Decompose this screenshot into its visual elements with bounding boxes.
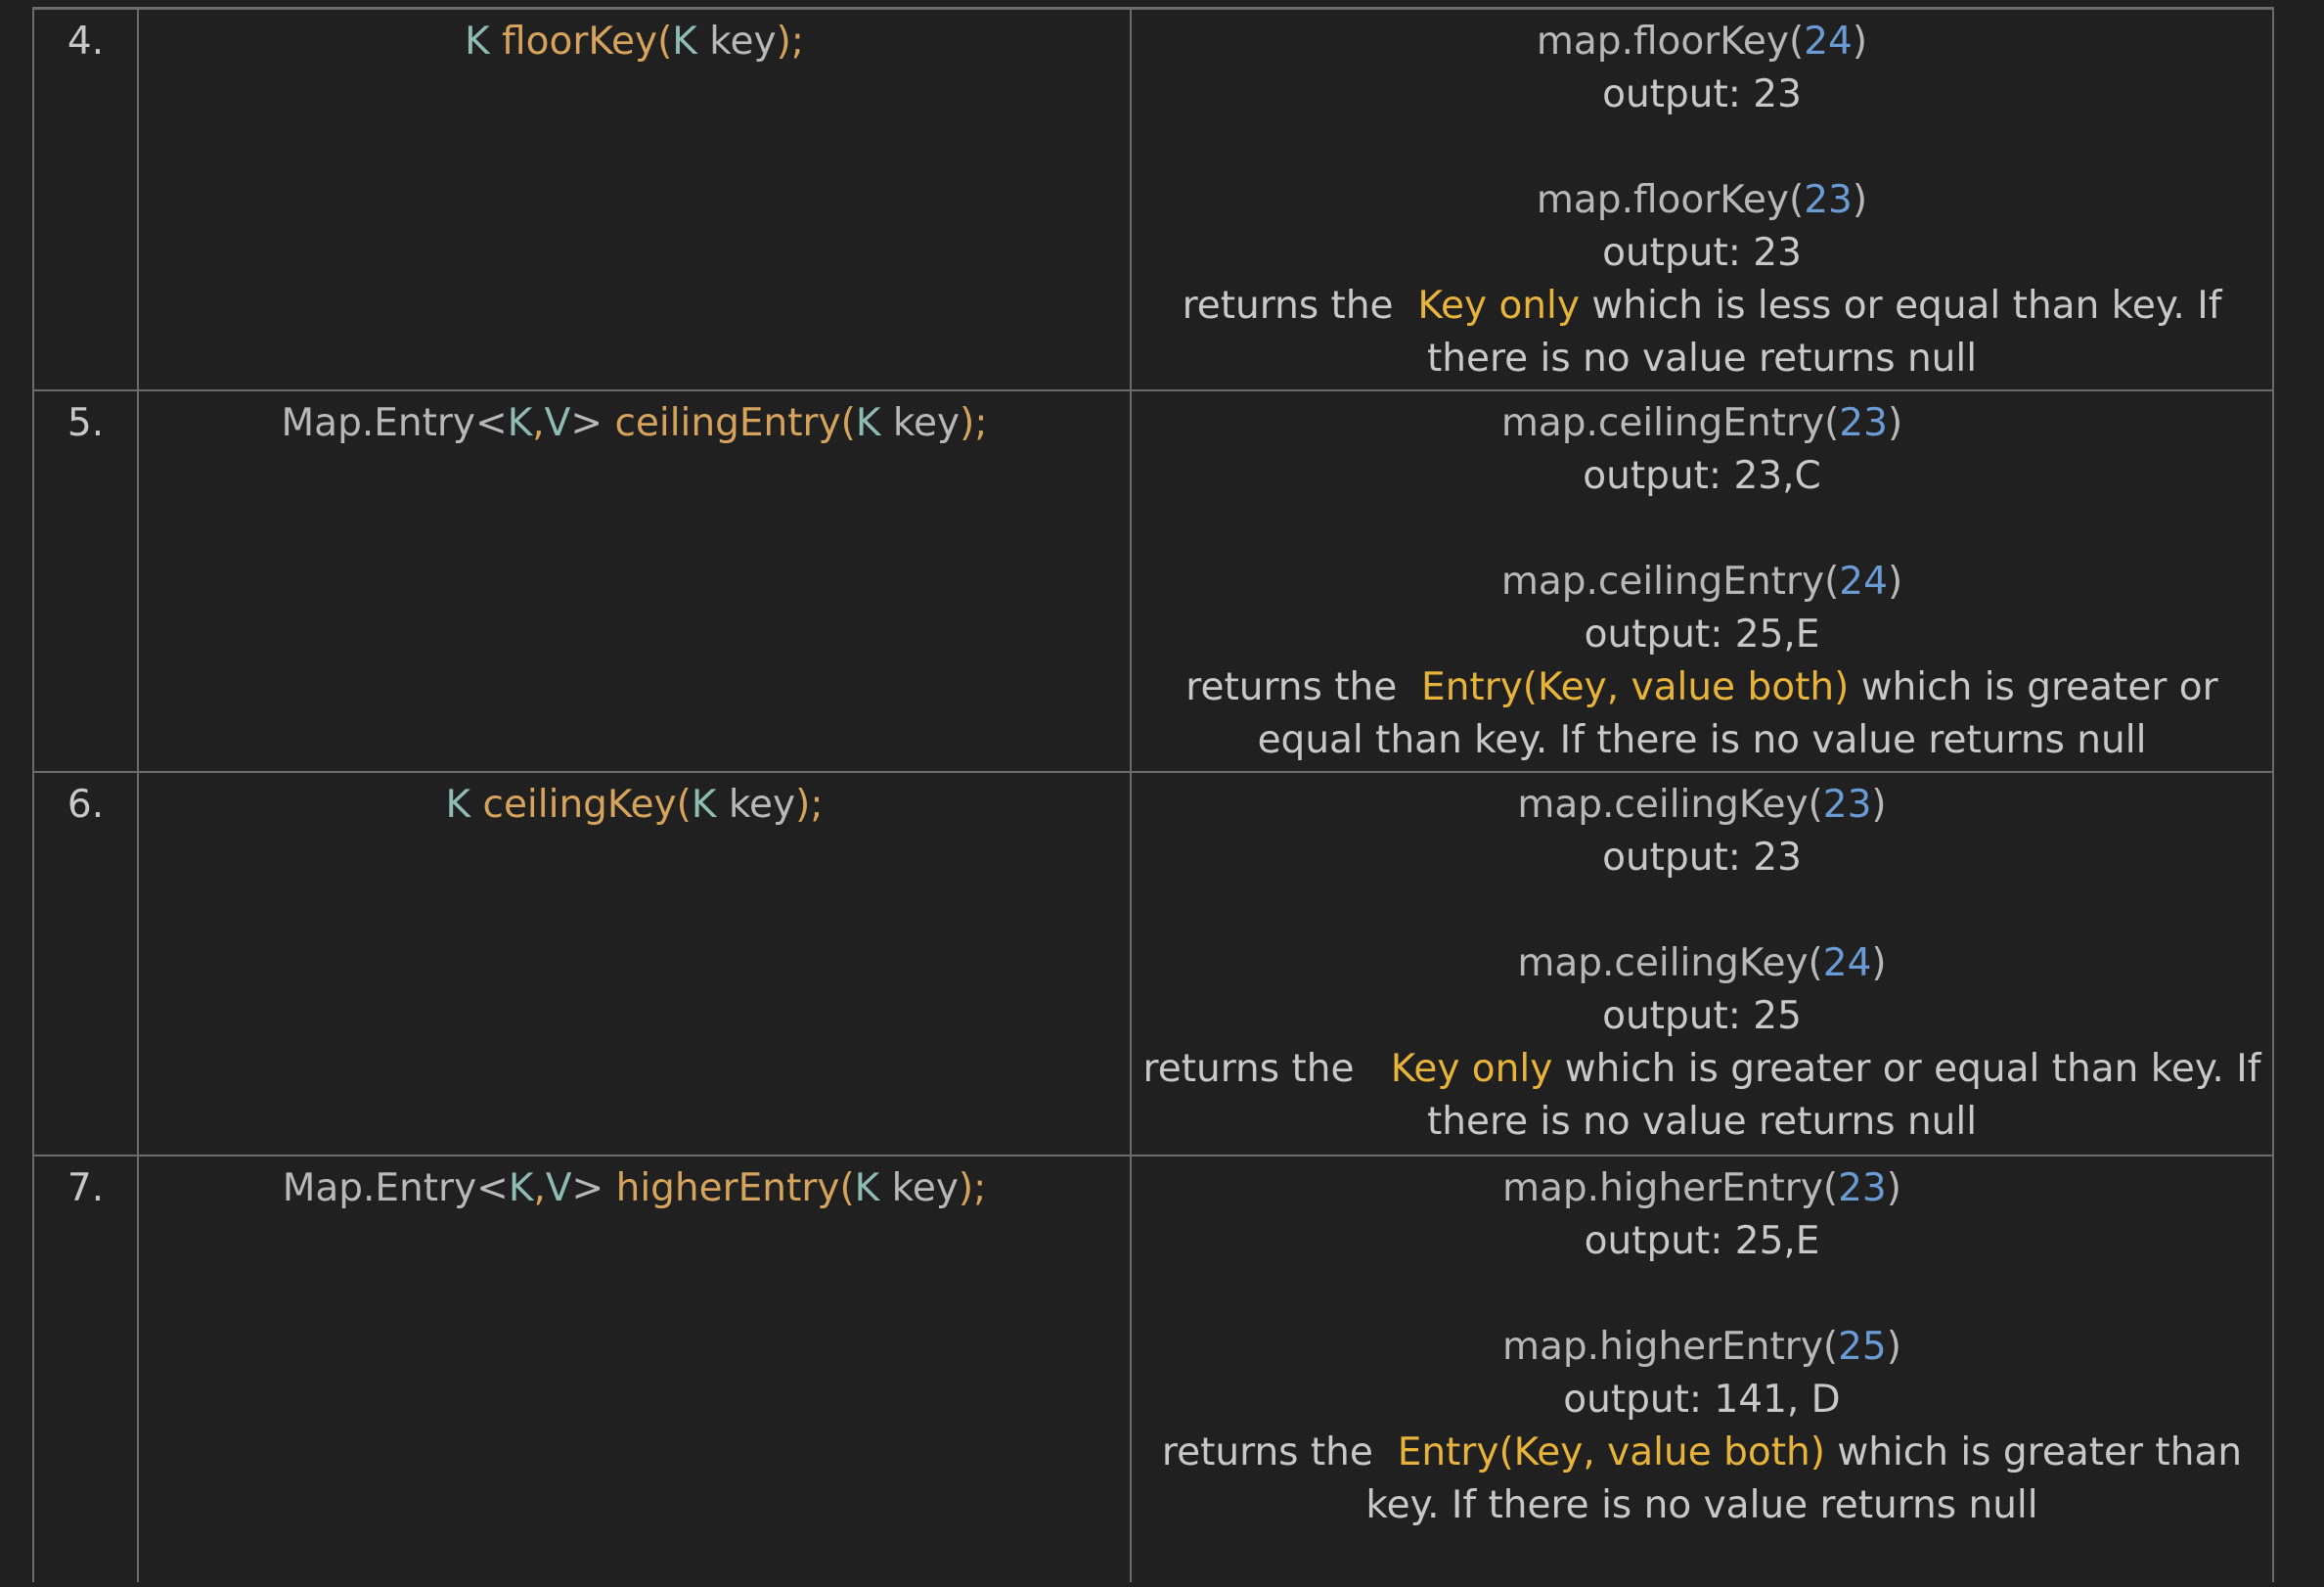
row-number: 7. xyxy=(32,1154,139,1582)
example-call: map.higherEntry(23) xyxy=(1502,1165,1901,1210)
method-description: returns the Key only which is greater or… xyxy=(1142,1046,2261,1144)
method-name: ceilingKey xyxy=(482,782,677,827)
example-output: output: 23 xyxy=(1602,835,1802,880)
example-description-cell: map.higherEntry(23) output: 25,E map.hig… xyxy=(1130,1154,2274,1582)
example-call: map.floorKey(24) xyxy=(1536,20,1868,64)
return-type: K xyxy=(465,20,490,64)
highlight-text: Key only xyxy=(1390,1046,1553,1091)
example-arg: 24 xyxy=(1839,559,1888,604)
return-type: Map.Entry< xyxy=(281,400,508,445)
example-output: output: 25,E xyxy=(1584,612,1820,657)
example-arg: 23 xyxy=(1822,782,1872,827)
param-name: key xyxy=(728,782,796,827)
example-call: map.ceilingKey(24) xyxy=(1517,940,1887,985)
example-arg: 25 xyxy=(1838,1324,1887,1369)
example-output: output: 23,C xyxy=(1583,453,1821,498)
method-name: ceilingEntry xyxy=(614,400,841,445)
example-call: map.ceilingEntry(23) xyxy=(1500,400,1903,445)
highlight-text: Key only xyxy=(1417,284,1580,328)
row-number: 4. xyxy=(32,7,139,391)
example-call: map.ceilingKey(23) xyxy=(1517,782,1887,827)
row-number: 6. xyxy=(32,770,139,1156)
example-arg: 23 xyxy=(1838,1165,1887,1210)
method-signature-cell: K ceilingKey(K key); xyxy=(137,770,1132,1156)
example-arg: 23 xyxy=(1804,178,1853,222)
return-type: Map.Entry< xyxy=(282,1165,509,1210)
example-output: output: 23 xyxy=(1602,72,1802,116)
example-arg: 23 xyxy=(1839,400,1888,445)
example-output: output: 23 xyxy=(1602,231,1802,275)
method-description: returns the Key only which is less or eq… xyxy=(1182,284,2222,381)
table-row: 5. Map.Entry<K,V> ceilingEntry(K key); m… xyxy=(32,388,2274,773)
method-signature: K ceilingKey(K key); xyxy=(445,782,824,827)
method-description: returns the Entry(Key, value both) which… xyxy=(1161,1429,2243,1527)
example-output: output: 141, D xyxy=(1563,1377,1841,1422)
method-signature-cell: Map.Entry<K,V> ceilingEntry(K key); xyxy=(137,388,1132,773)
example-call: map.higherEntry(25) xyxy=(1502,1324,1901,1369)
example-description-cell: map.ceilingEntry(23) output: 23,C map.ce… xyxy=(1130,388,2274,773)
param-type: K xyxy=(691,782,717,827)
example-output: output: 25,E xyxy=(1584,1218,1820,1263)
param-type: K xyxy=(672,20,697,64)
table-row: 4. K floorKey(K key); map.floorKey(24) o… xyxy=(32,7,2274,391)
table-row: 7. Map.Entry<K,V> higherEntry(K key); ma… xyxy=(32,1154,2274,1582)
example-call: map.ceilingEntry(24) xyxy=(1500,559,1903,604)
param-name: key xyxy=(709,20,777,64)
method-signature: K floorKey(K key); xyxy=(465,20,804,64)
param-type: K xyxy=(854,1165,880,1210)
highlight-text: Entry(Key, value both) xyxy=(1397,1429,1825,1474)
param-name: key xyxy=(892,400,961,445)
param-type: K xyxy=(855,400,881,445)
table-row: 6. K ceilingKey(K key); map.ceilingKey(2… xyxy=(32,770,2274,1156)
example-description-cell: map.floorKey(24) output: 23 map.floorKey… xyxy=(1130,7,2274,391)
method-signature-cell: Map.Entry<K,V> higherEntry(K key); xyxy=(137,1154,1132,1582)
example-arg: 24 xyxy=(1804,20,1853,64)
row-number: 5. xyxy=(32,388,139,773)
return-type: K xyxy=(445,782,471,827)
example-description-cell: map.ceilingKey(23) output: 23 map.ceilin… xyxy=(1130,770,2274,1156)
method-name: higherEntry xyxy=(615,1165,840,1210)
method-name: floorKey xyxy=(502,20,658,64)
example-output: output: 25 xyxy=(1602,993,1802,1038)
example-arg: 24 xyxy=(1822,940,1872,985)
example-call: map.floorKey(23) xyxy=(1536,178,1868,222)
method-signature-cell: K floorKey(K key); xyxy=(137,7,1132,391)
method-signature: Map.Entry<K,V> higherEntry(K key); xyxy=(282,1165,987,1210)
param-name: key xyxy=(891,1165,959,1210)
method-description: returns the Entry(Key, value both) which… xyxy=(1185,664,2218,762)
methods-table: 4. K floorKey(K key); map.floorKey(24) o… xyxy=(32,7,2274,1582)
method-signature: Map.Entry<K,V> ceilingEntry(K key); xyxy=(281,400,988,445)
highlight-text: Entry(Key, value both) xyxy=(1421,664,1850,709)
